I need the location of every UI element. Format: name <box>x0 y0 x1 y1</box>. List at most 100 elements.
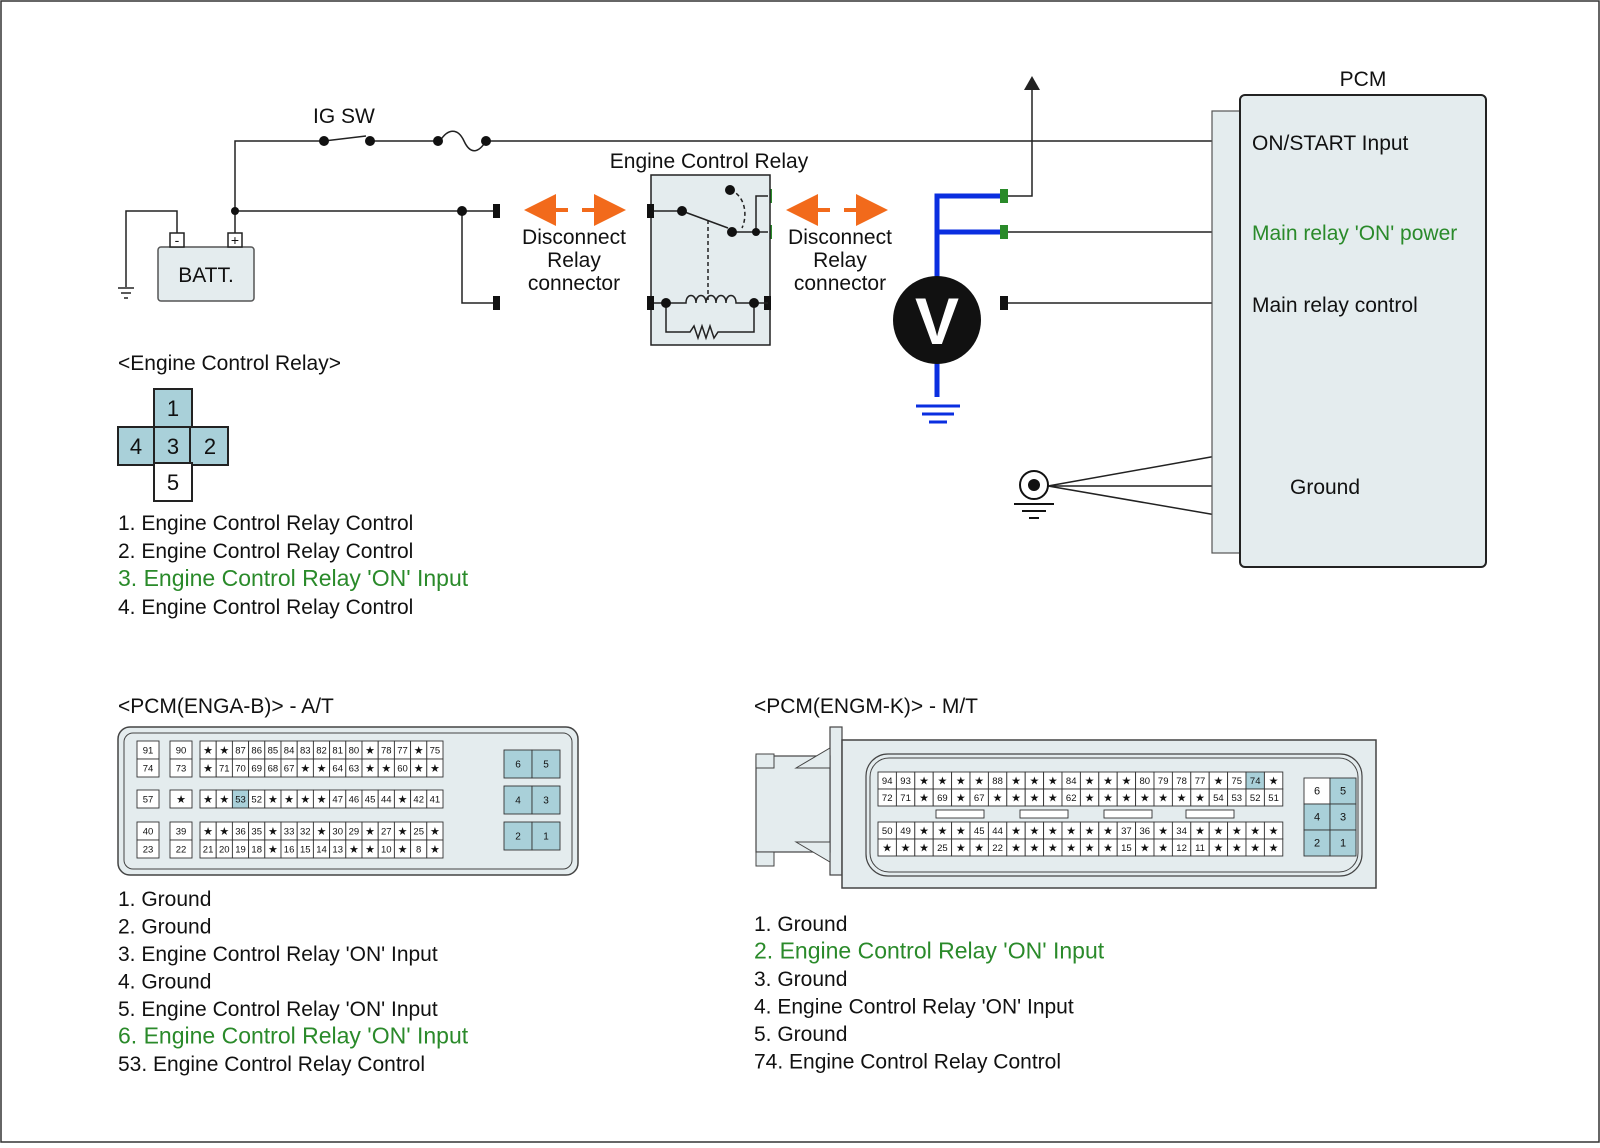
svg-text:connector: connector <box>794 272 886 295</box>
connector-pin-label: 86 <box>251 746 262 757</box>
connector-pin-label: 16 <box>284 845 295 856</box>
connector-pin-label: ★ <box>317 794 327 806</box>
connector-pin-label: 69 <box>937 793 948 804</box>
connector-pin-label: 45 <box>974 826 985 837</box>
connector-pin-label: 83 <box>300 746 311 757</box>
connector-pin-label: 93 <box>900 776 911 787</box>
connector-pin-label: ★ <box>430 826 440 838</box>
connector-pin-label: 41 <box>430 795 441 806</box>
connector-pin-label: ★ <box>1103 826 1113 838</box>
connector-pin-label: 70 <box>235 764 246 775</box>
connector-pin-label: 22 <box>992 843 1003 854</box>
pin-description: 1. Ground <box>118 888 211 911</box>
connector-pin <box>1263 838 1284 857</box>
connector-pin-label: ★ <box>901 843 911 855</box>
connector-pin-label: 45 <box>365 795 376 806</box>
connector-pin-label: ★ <box>203 794 213 806</box>
connector-pin-label: ★ <box>974 776 984 788</box>
connector-pin-label: 52 <box>251 795 262 806</box>
connector-pin-label: ★ <box>1232 843 1242 855</box>
connector-pin-label: 25 <box>937 843 948 854</box>
connector-pin-label: ★ <box>203 745 213 757</box>
connector-pin-label: 1 <box>543 832 549 843</box>
connector-pin <box>1303 803 1331 831</box>
connector-pin-label: 75 <box>1232 776 1243 787</box>
connector-pin-label: ★ <box>919 843 929 855</box>
connector-pin-label: 44 <box>992 826 1003 837</box>
relay-pin-1: 1 <box>167 396 179 421</box>
pin-description: 3. Engine Control Relay 'ON' Input <box>118 943 438 966</box>
connector-pin-label: ★ <box>1269 826 1279 838</box>
connector-pin-label: 44 <box>381 795 392 806</box>
connector-pin-label: 69 <box>251 764 262 775</box>
connector-pin-label: 72 <box>882 793 893 804</box>
connector-pin-label: ★ <box>1269 776 1279 788</box>
connector-pin-label: 71 <box>219 764 230 775</box>
connector-pin-label: 22 <box>176 845 187 856</box>
connector-pin-label: 63 <box>349 764 360 775</box>
connector-pin-label: ★ <box>1029 793 1039 805</box>
voltmeter: V <box>893 276 981 364</box>
connector-pin-label: 53 <box>1232 793 1243 804</box>
pin-description: 3. Ground <box>754 968 847 991</box>
connector-pin-label: ★ <box>1029 843 1039 855</box>
connector-pin-label: 15 <box>1121 843 1132 854</box>
connector-pin-label: 49 <box>900 826 911 837</box>
connector-pin-label: 12 <box>1176 843 1187 854</box>
connector-pin-label: ★ <box>1140 793 1150 805</box>
connector-pin-label: ★ <box>919 776 929 788</box>
ground-symbol-icon <box>1014 470 1054 519</box>
connector-pin-label: 3 <box>1340 812 1346 824</box>
svg-text:Relay: Relay <box>547 249 601 272</box>
pin-description: 2. Engine Control Relay 'ON' Input <box>754 938 1105 964</box>
connector-pin-label: ★ <box>993 793 1003 805</box>
connector-pin-label: 80 <box>349 746 360 757</box>
connector-pin <box>169 789 193 809</box>
connector-pin-label: 14 <box>316 845 327 856</box>
connector-pin-label: 15 <box>300 845 311 856</box>
connector-pin-label: ★ <box>919 793 929 805</box>
connector-pin <box>136 789 160 809</box>
connector-pin-label: ★ <box>176 794 186 806</box>
connector-pin-label: ★ <box>203 826 213 838</box>
connector-pin-label: ★ <box>300 763 310 775</box>
connector-pin-label: ★ <box>1121 793 1131 805</box>
connector-pin <box>1303 829 1331 857</box>
pin-description: 6. Engine Control Relay 'ON' Input <box>118 1023 469 1049</box>
connector-pin-label: 82 <box>316 746 327 757</box>
connector-pin-label: ★ <box>365 826 375 838</box>
connector-pin-label: 11 <box>1195 843 1205 854</box>
connector-pin-label: ★ <box>1048 843 1058 855</box>
connector-pin-label: 8 <box>416 845 421 856</box>
connector-pin <box>136 758 160 778</box>
connector-pin-label: ★ <box>1103 776 1113 788</box>
ig-sw-label: IG SW <box>313 105 375 128</box>
connector-pin-label: ★ <box>1011 826 1021 838</box>
connector-pin-label: ★ <box>937 776 947 788</box>
connector-pin-label: ★ <box>1232 826 1242 838</box>
connector-pin-label: 27 <box>381 827 392 838</box>
connector-pin-label: 94 <box>882 776 893 787</box>
connector-pin-label: 74 <box>143 764 154 775</box>
connector-pin-label: 13 <box>332 845 343 856</box>
svg-text:connector: connector <box>528 272 620 295</box>
connector-pin-label: 52 <box>1250 793 1261 804</box>
connector-pin-label: ★ <box>1195 826 1205 838</box>
connector-pin-label: ★ <box>398 826 408 838</box>
connector-pin <box>169 758 193 778</box>
connector-pin-label: ★ <box>1048 776 1058 788</box>
connector-pin-label: ★ <box>349 844 359 856</box>
connector-pin-label: ★ <box>1048 793 1058 805</box>
connector-pin-label: 68 <box>268 764 279 775</box>
connector-pin <box>136 839 160 859</box>
connector-pin-label: 77 <box>397 746 408 757</box>
pcm-on-start-label: ON/START Input <box>1252 132 1409 155</box>
connector-pin-label: 2 <box>515 832 521 843</box>
circuit <box>118 88 1275 527</box>
connector-pin-label: ★ <box>956 843 966 855</box>
connector-pin-label: 1 <box>1340 838 1346 850</box>
connector-pin-label: ★ <box>1103 793 1113 805</box>
disconnect-left-label: Disconnect Relay connector <box>522 226 626 295</box>
